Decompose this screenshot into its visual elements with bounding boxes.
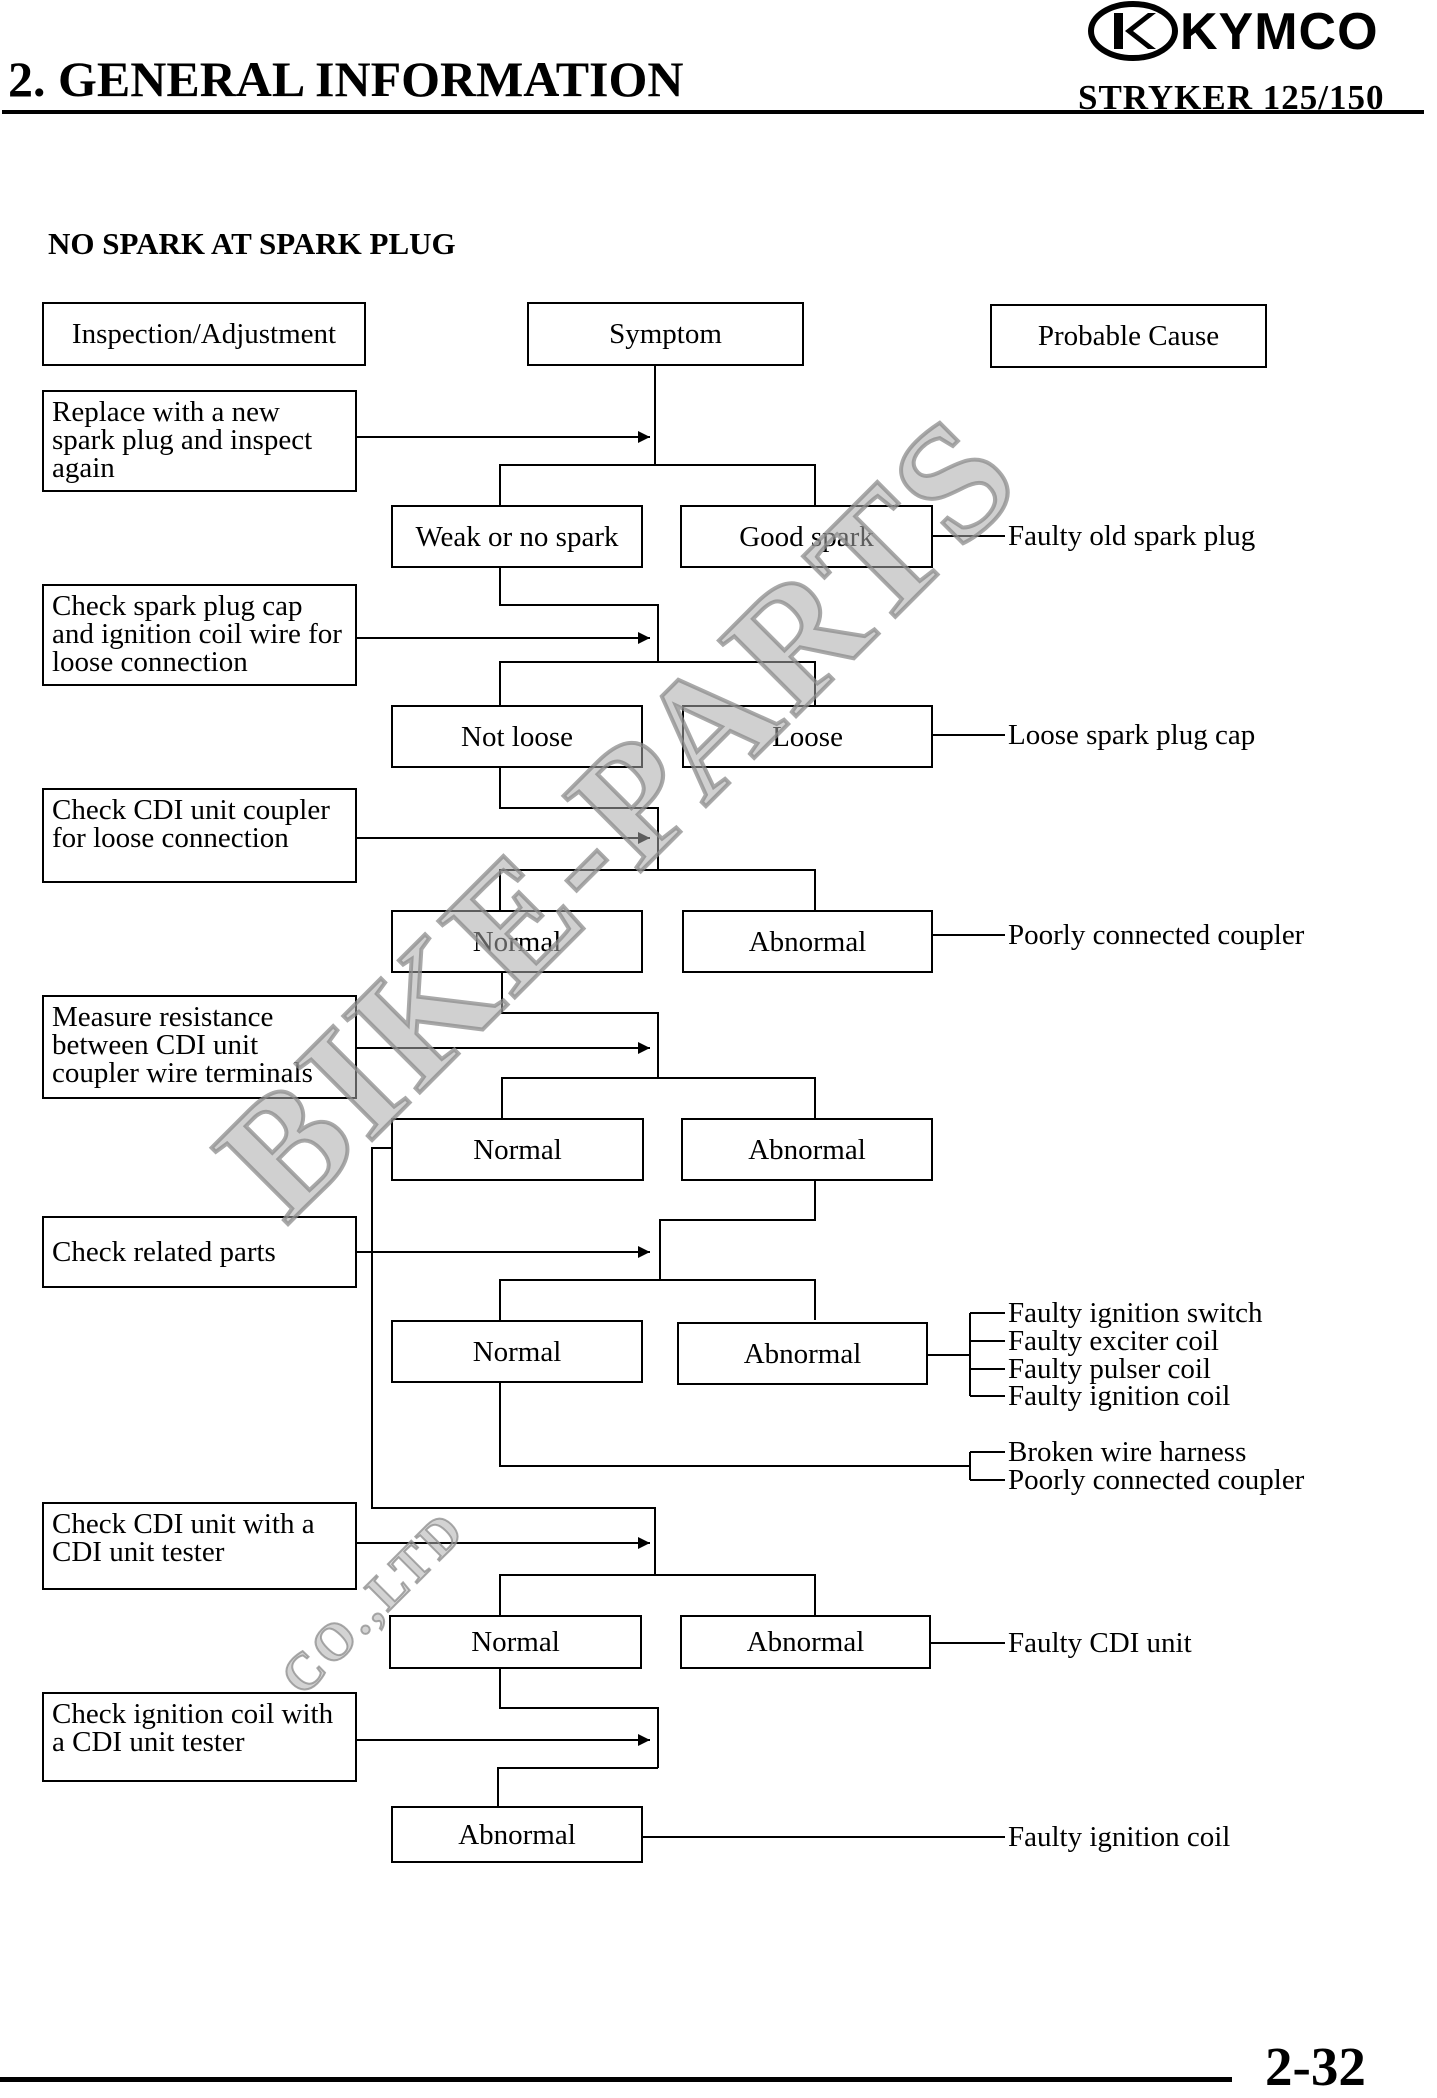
cause-loose-spark-plug-cap: Loose spark plug cap [1008, 719, 1256, 751]
inspection-step-5: Check related parts [42, 1216, 357, 1288]
symptom-resistance-normal: Normal [391, 1118, 644, 1181]
cause-poorly-connected-coupler: Poorly connected coupler [1008, 919, 1305, 951]
symptom-cdi-abnormal: Abnormal [680, 1615, 931, 1669]
symptom-loose: Loose [682, 705, 933, 768]
page-number: 2-32 [1265, 2036, 1366, 2097]
footer-divider [0, 2077, 1232, 2082]
cause-faulty-ignition-switch: Faulty ignition switch [1008, 1297, 1263, 1329]
inspection-step-7: Check ignition coil with a CDI unit test… [42, 1692, 357, 1782]
cause-faulty-ignition-coil: Faulty ignition coil [1008, 1380, 1231, 1412]
symptom-good-spark: Good spark [680, 505, 933, 568]
cause-faulty-ignition-coil-2: Faulty ignition coil [1008, 1821, 1231, 1853]
page-title: 2. GENERAL INFORMATION [8, 51, 684, 107]
inspection-step-6: Check CDI unit with a CDI unit tester [42, 1502, 357, 1590]
cause-faulty-exciter-coil: Faulty exciter coil [1008, 1325, 1219, 1357]
symptom-weak-or-no-spark: Weak or no spark [391, 505, 643, 568]
inspection-step-3: Check CDI unit coupler for loose connect… [42, 788, 357, 883]
cause-broken-wire-harness: Broken wire harness [1008, 1436, 1247, 1468]
column-header-cause: Probable Cause [990, 304, 1267, 368]
symptom-cdi-normal: Normal [389, 1615, 642, 1669]
symptom-related-parts-abnormal: Abnormal [677, 1322, 928, 1385]
symptom-not-loose: Not loose [391, 705, 643, 768]
section-title: NO SPARK AT SPARK PLUG [48, 226, 456, 261]
inspection-step-1: Replace with a new spark plug and inspec… [42, 390, 357, 492]
brand-name: KYMCO [1180, 3, 1379, 61]
cause-faulty-pulser-coil: Faulty pulser coil [1008, 1353, 1211, 1385]
kymco-emblem-icon [1088, 1, 1178, 61]
cause-faulty-old-spark-plug: Faulty old spark plug [1008, 520, 1256, 552]
symptom-coupler-normal: Normal [391, 910, 643, 973]
symptom-related-parts-normal: Normal [391, 1320, 643, 1383]
column-header-symptom: Symptom [527, 302, 804, 366]
header-divider [2, 110, 1424, 114]
symptom-ignition-coil-abnormal: Abnormal [391, 1806, 643, 1863]
symptom-resistance-abnormal: Abnormal [681, 1118, 933, 1181]
symptom-coupler-abnormal: Abnormal [682, 910, 933, 973]
column-header-inspection: Inspection/Adjustment [42, 302, 366, 366]
inspection-step-2: Check spark plug cap and ignition coil w… [42, 584, 357, 686]
kymco-logo: KYMCO [1088, 0, 1433, 62]
cause-poorly-connected-coupler-2: Poorly connected coupler [1008, 1464, 1305, 1496]
inspection-step-4: Measure resistance between CDI unit coup… [42, 995, 357, 1099]
cause-faulty-cdi-unit: Faulty CDI unit [1008, 1627, 1192, 1659]
